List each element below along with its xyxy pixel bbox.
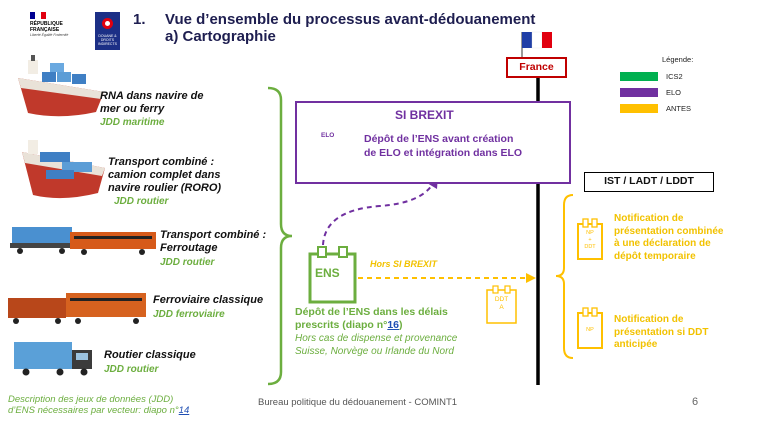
jdd-ferroviaire: JDD ferroviaire [153,309,225,320]
ddt-document-icon [486,285,517,324]
page-subtitle: a) Cartographie [165,28,276,45]
brexit-title: SI BREXIT [395,108,454,122]
diapo-16-link[interactable]: 16 [387,319,399,331]
np-document-icon [577,307,603,349]
yellow-brace [555,194,574,359]
legend-item-ics2: ICS2 [620,72,683,81]
republique-francaise-logo: RÉPUBLIQUE FRANÇAISE Liberté Égalité Fra… [30,12,80,37]
ens-document-icon [308,246,357,304]
diapo-14-link[interactable]: 14 [178,405,190,416]
ens-label: ENS [315,266,340,280]
douane-logo: DOUANE & DROITS INDIRECTS [95,12,120,50]
page-number: 6 [692,396,699,408]
green-brace [267,86,293,386]
jdd-routier: JDD routier [104,364,159,375]
brexit-box [295,101,571,184]
jdd-ferroutage: JDD routier [160,257,215,268]
np-ddt-document-icon [577,218,603,260]
ist-ladt-lddt-box: IST / LADT / LDDT [584,172,714,192]
cargo-ship-icon [18,55,104,117]
jdd-roro: JDD routier [114,196,169,207]
freight-train-icon [8,293,146,324]
hors-brexit-label: Hors SI BREXIT [370,259,438,269]
french-flag-icon [521,31,552,57]
footer-text: Bureau politique du dédouanement - COMIN… [258,397,458,408]
roro-ship-icon [22,140,105,199]
purple-dashed-arrow [322,184,433,246]
legend-item-antes: ANTES [620,104,691,113]
vehicle-label-ferroviaire: Ferroviaire classique [153,294,264,306]
ens-depot-text: Dépôt de l’ENS dans les délais prescrits… [295,306,448,331]
legend-title: Légende: [662,55,694,64]
france-label: France [506,57,567,78]
vehicle-label-routier: Routier classique [104,349,196,361]
np-ddt-document-label: NP+DDT [584,230,596,250]
jdd-maritime: JDD maritime [100,117,165,128]
legend-item-elo: ELO [620,88,681,97]
piggyback-train-icon [10,227,156,255]
jdd-description-note: Description des jeux de données (JDD) d’… [8,394,190,416]
np-document-label: NP [586,327,594,333]
truck-icon [14,342,92,376]
vehicle-label-ferroutage: Transport combiné :Ferroutage [160,229,267,254]
page-title: 1.Vue d’ensemble du processus avant-dédo… [133,11,536,28]
envelope-label: ELO [321,132,335,139]
